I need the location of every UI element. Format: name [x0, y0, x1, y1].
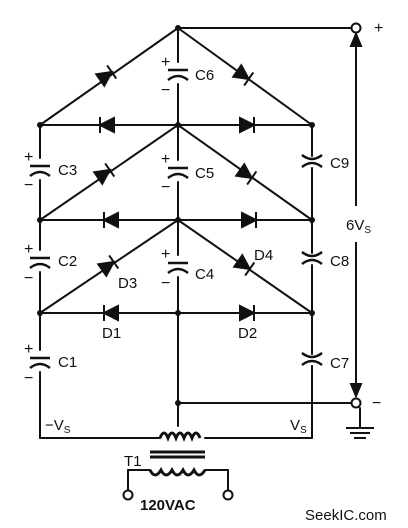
capacitor-c5 [167, 166, 189, 180]
capacitor-c3 [29, 164, 51, 178]
diode-labels: D3 D4 D1 D2 [102, 247, 273, 342]
label-c2: C2 [58, 253, 77, 270]
label-c5: C5 [195, 165, 214, 182]
primary-terminals [122, 489, 234, 501]
diode-row1-left [97, 116, 115, 134]
diode-row2-left [101, 211, 119, 229]
capacitor-c6 [167, 68, 189, 82]
diode-d1 [101, 304, 119, 322]
label-t1: T1 [124, 453, 142, 470]
capacitor-polarity-marks: + − + − + − + − + − + − [24, 54, 170, 387]
output-minus-sign: − [372, 395, 381, 412]
svg-text:−: − [24, 177, 33, 194]
svg-text:+: + [161, 246, 170, 263]
watermark-text: SeekIC.com [305, 507, 387, 524]
label-c7: C7 [330, 355, 349, 372]
diode-row2-right [241, 211, 259, 229]
label-c1: C1 [58, 354, 77, 371]
svg-text:+: + [24, 149, 33, 166]
capacitor-c2 [29, 256, 51, 270]
svg-text:−: − [161, 179, 170, 196]
svg-text:−: − [24, 270, 33, 287]
neg-vs-label: −VS [45, 417, 71, 436]
capacitor-c9 [301, 153, 323, 169]
diode-diag-right-2 [234, 162, 258, 186]
output-voltage-label: 6VS [346, 217, 371, 236]
transformer-t1 [148, 431, 207, 477]
source-label: 120VAC [140, 497, 196, 514]
diode-d4 [232, 253, 256, 277]
label-c3: C3 [58, 162, 77, 179]
output-plus-sign: + [374, 20, 383, 37]
capacitor-c4 [167, 261, 189, 275]
svg-text:+: + [161, 54, 170, 71]
diode-diag-right-1 [231, 63, 255, 87]
vs-label: VS [290, 417, 307, 436]
capacitor-c1 [29, 356, 51, 370]
svg-text:+: + [24, 341, 33, 358]
label-c4: C4 [195, 266, 214, 283]
ground-icon [346, 427, 374, 439]
svg-text:−: − [24, 370, 33, 387]
label-c8: C8 [330, 253, 349, 270]
diode-d2 [239, 304, 257, 322]
terminal-minus [350, 397, 362, 409]
diodes [92, 63, 259, 322]
diode-diag-left-1 [94, 64, 118, 88]
output-voltage-arrow [349, 31, 363, 399]
label-d2: D2 [238, 325, 257, 342]
capacitor-c8 [301, 250, 323, 266]
diode-d3 [96, 254, 120, 278]
diode-diag-left-2 [92, 162, 116, 186]
capacitors [29, 68, 323, 370]
terminal-plus [350, 22, 362, 34]
junction-dots [37, 25, 315, 406]
capacitor-labels: C6 C5 C4 C3 C2 C1 C9 C8 C7 [58, 67, 349, 372]
label-d3: D3 [118, 275, 137, 292]
label-c6: C6 [195, 67, 214, 84]
svg-text:+: + [24, 241, 33, 258]
svg-text:−: − [161, 275, 170, 292]
label-c9: C9 [330, 155, 349, 172]
label-d1: D1 [102, 325, 121, 342]
diode-row1-right [239, 116, 257, 134]
svg-text:+: + [161, 151, 170, 168]
svg-text:−: − [161, 82, 170, 99]
label-d4: D4 [254, 247, 273, 264]
capacitor-c7 [301, 351, 323, 367]
